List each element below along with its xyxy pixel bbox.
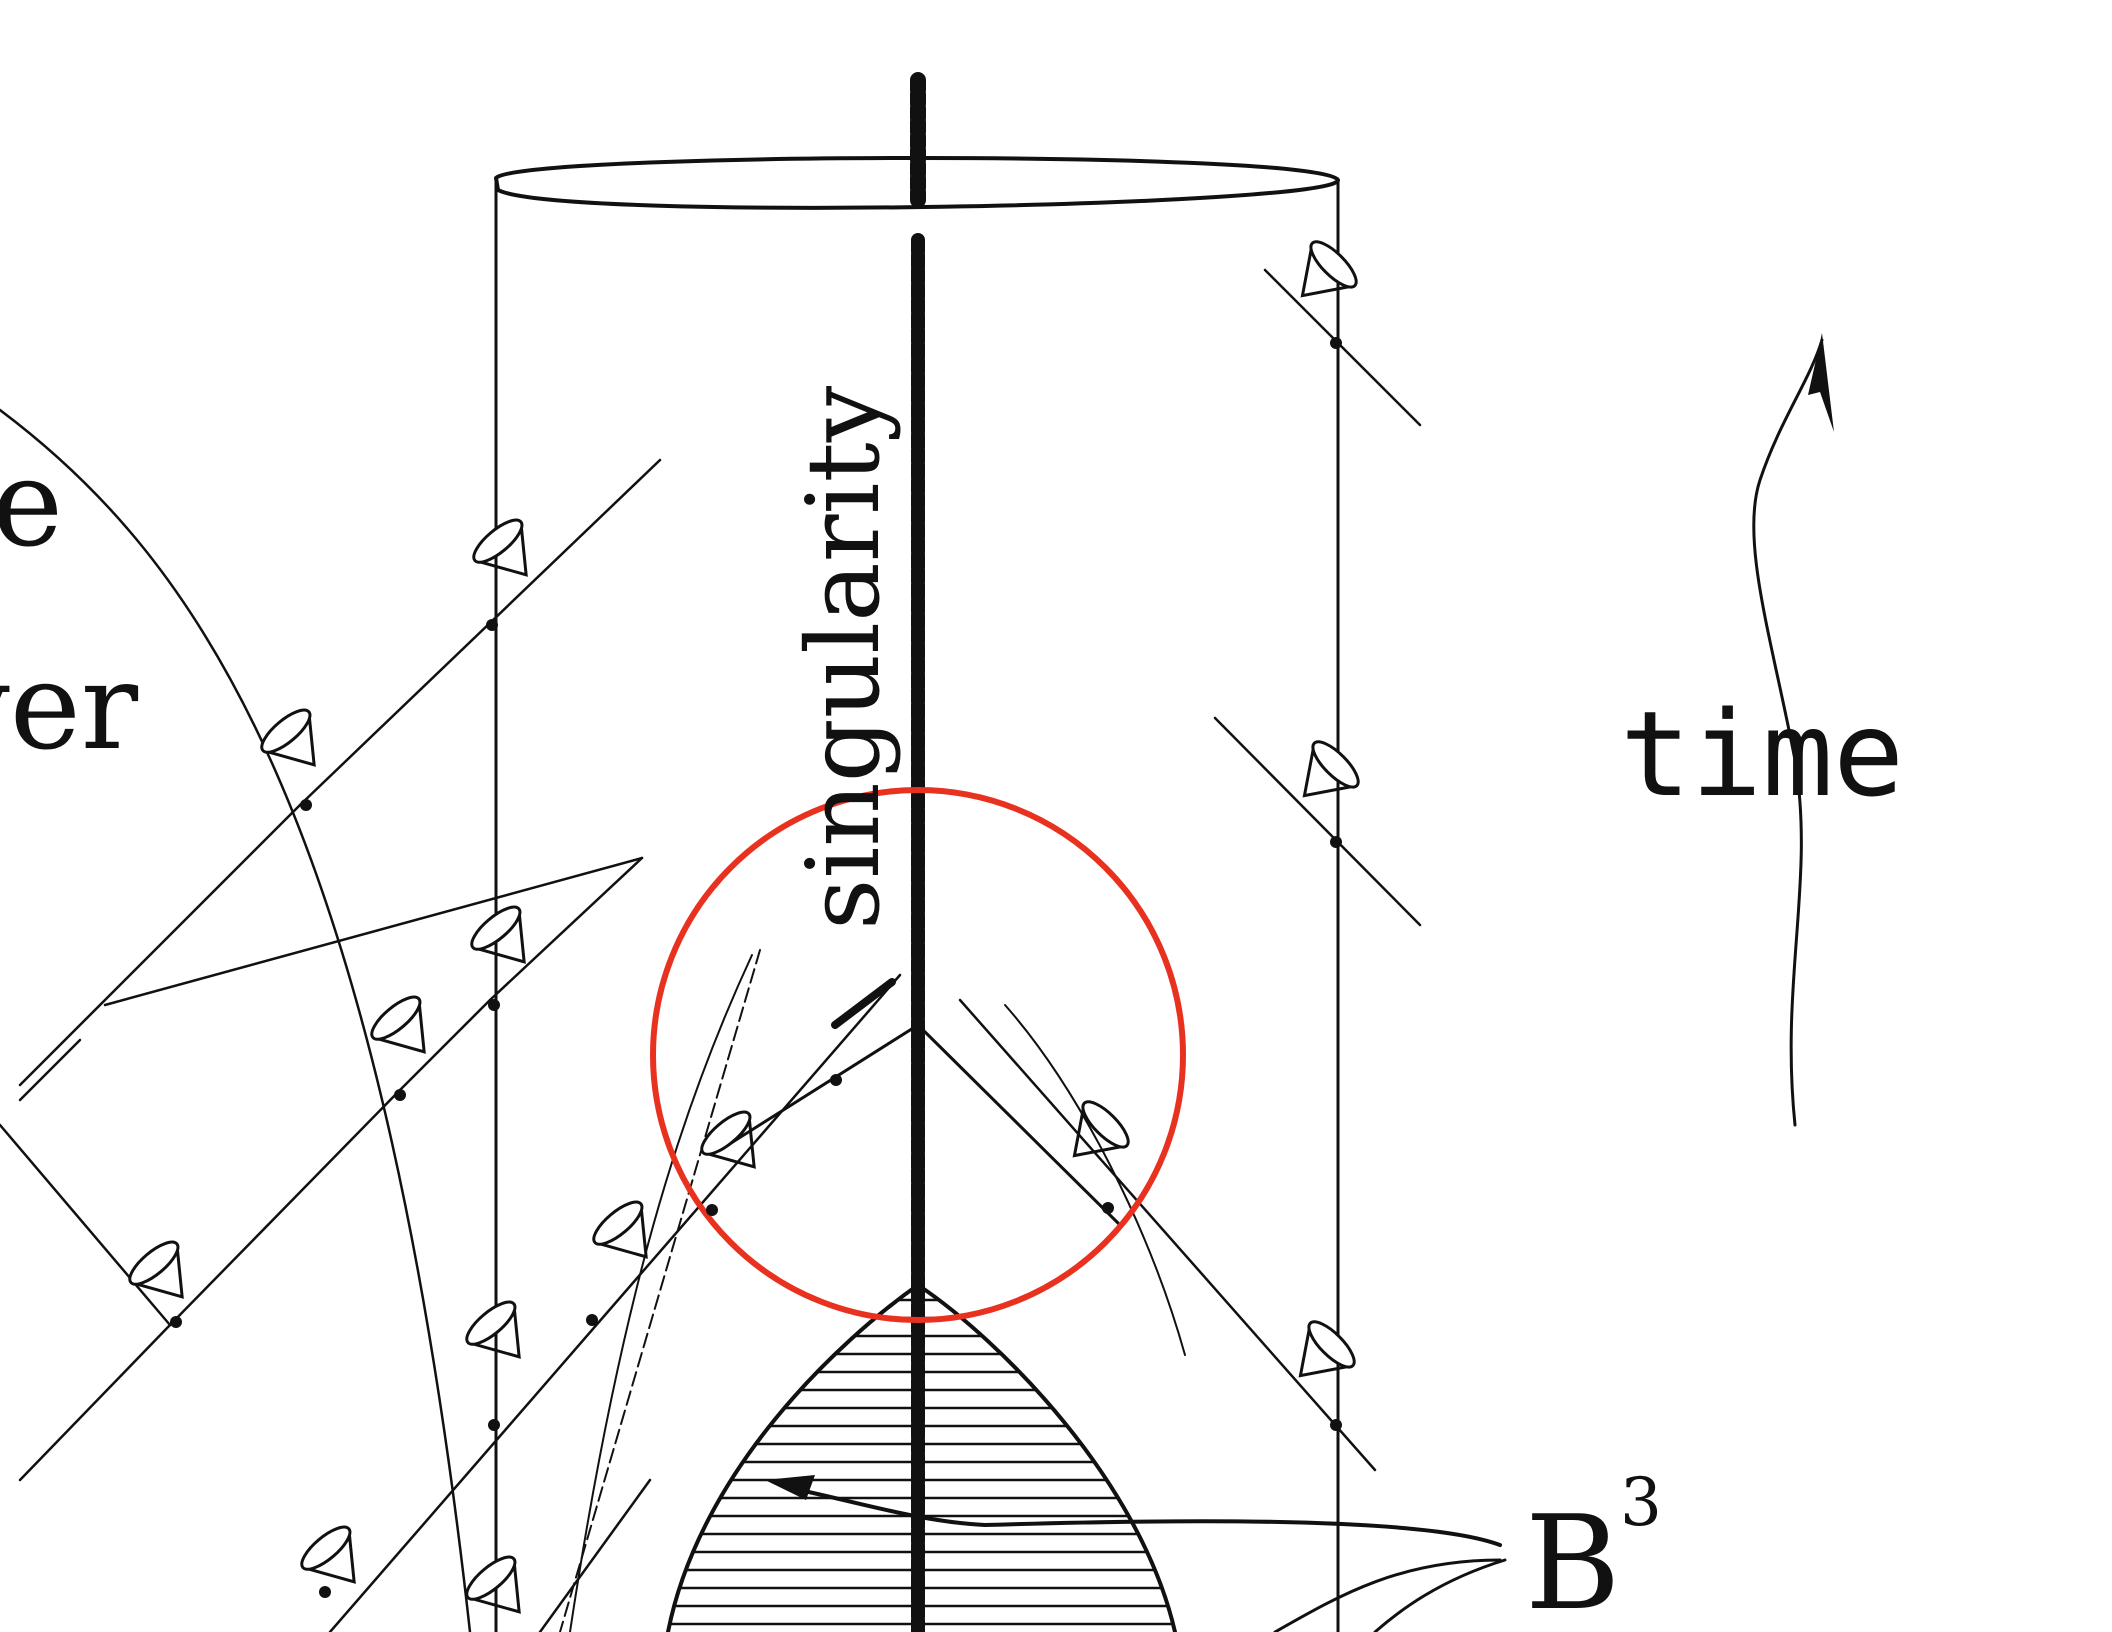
left-fragment-top: e: [0, 435, 63, 574]
b3-label: B: [1525, 1487, 1621, 1632]
light-cone-icon: [370, 995, 426, 1054]
b3-label-exponent: 3: [1620, 1464, 1662, 1541]
right-worldlines: [958, 268, 1422, 1472]
intersection-dots: [170, 337, 1342, 1598]
time-arrow-icon: [1752, 333, 1834, 1127]
light-cone-icon: [700, 1110, 756, 1169]
light-cone-icon: [465, 1555, 521, 1614]
left-worldlines: [0, 408, 902, 1632]
b3-pointer-arrows: [765, 1475, 1507, 1632]
light-cone-icon: [300, 1525, 356, 1584]
light-cone-icon: [1300, 240, 1358, 298]
light-cone-icon: [592, 1200, 648, 1259]
light-cone-icon: [472, 518, 528, 577]
light-cone-icon: [1298, 1320, 1356, 1378]
singularity-label: singularity: [785, 385, 902, 930]
cylinder: [494, 156, 1341, 1632]
light-cone-icon: [1302, 740, 1360, 798]
time-label: time: [1620, 685, 1904, 823]
b3-label-base: B: [1525, 1487, 1621, 1632]
light-cone-icon: [128, 1240, 184, 1299]
light-cone-icon: [470, 905, 526, 964]
light-cones: [128, 240, 1360, 1614]
light-cone-icon: [465, 1300, 521, 1359]
light-cone-icon: [1072, 1100, 1130, 1158]
left-fragment-bottom: ver: [0, 638, 139, 777]
lower-cone: [718, 978, 1122, 1227]
highlight-circle: [650, 787, 1186, 1323]
light-cone-icon: [260, 708, 316, 767]
cylinder-top-ellipse: [494, 156, 1341, 210]
